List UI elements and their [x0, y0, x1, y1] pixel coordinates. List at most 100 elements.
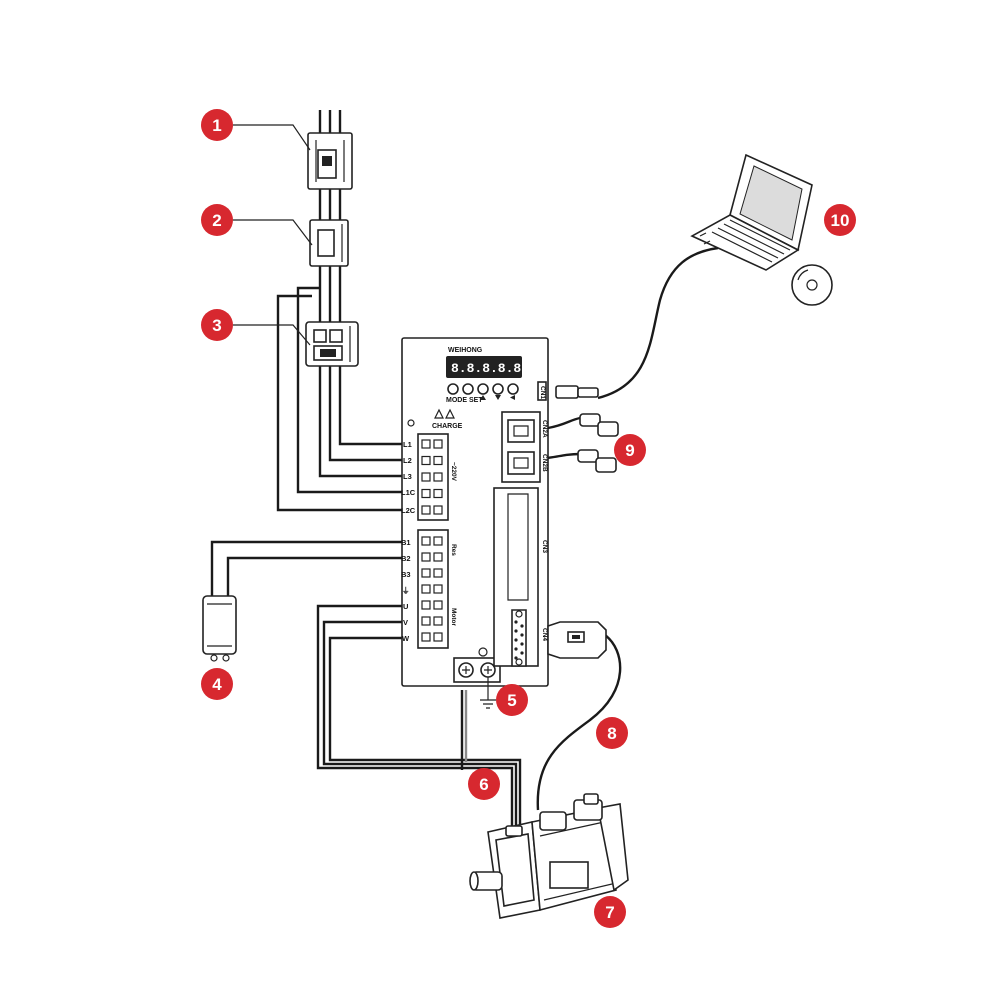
motor-label: Motor — [450, 608, 457, 627]
warning-icon — [434, 408, 444, 419]
terminal-W: W — [402, 634, 410, 643]
port-cn4: CN4 — [541, 628, 548, 641]
terminal-slot — [433, 439, 443, 449]
terminal-U: U — [403, 602, 408, 611]
terminal-slot — [433, 505, 443, 515]
cn2b-port — [507, 451, 535, 475]
terminal-slot — [433, 568, 443, 578]
callout-7: 7 — [594, 896, 626, 928]
db9-pin — [514, 638, 518, 642]
terminal-slot — [433, 472, 443, 482]
brake-resistor-icon — [202, 595, 237, 662]
terminal-slot — [433, 616, 443, 626]
svg-text:8: 8 — [607, 724, 616, 743]
callout-3: 3 — [201, 309, 233, 341]
warning-icon — [445, 408, 455, 419]
callout-10: 10 — [824, 204, 856, 236]
terminal-screw — [421, 584, 431, 594]
drive-brand: WEIHONG — [448, 347, 483, 354]
terminal-screw — [421, 616, 431, 626]
cn1-usb-port — [537, 381, 547, 401]
db9-pin — [514, 656, 518, 660]
terminal-screw — [421, 600, 431, 610]
terminal-L2: L2 — [403, 456, 412, 465]
voltage-label: ~220V — [450, 462, 457, 482]
port-cn2b: CN2B — [541, 454, 548, 472]
cn4-port — [511, 609, 527, 667]
terminal-slot — [433, 632, 443, 642]
mains-supply-wires — [276, 110, 402, 512]
usb-connector-icon — [555, 385, 599, 399]
power-terminal-block: L1 L2 L3 L1C L2C ~220V — [401, 433, 457, 521]
db9-connector-icon — [547, 621, 607, 659]
usb-cable — [597, 246, 719, 400]
cn3-port — [507, 493, 529, 601]
terminal-screw — [421, 455, 431, 466]
circuit-breaker-icon — [307, 132, 353, 190]
callout-8: 8 — [596, 717, 628, 749]
terminal-slot — [433, 536, 443, 546]
cn2a-port — [507, 419, 535, 443]
svg-text:2: 2 — [212, 211, 221, 230]
terminal-screw — [421, 552, 431, 562]
port-cn2a: CN2A — [541, 420, 548, 438]
terminal-slot — [433, 552, 443, 562]
db9-pin — [520, 633, 524, 637]
filter-icon — [309, 219, 349, 267]
port-cn1: CN1 — [539, 386, 546, 399]
terminal-B2: B2 — [401, 554, 411, 563]
up-arrow-icon — [480, 395, 486, 400]
charge-label: CHARGE — [432, 423, 463, 430]
svg-text:1: 1 — [212, 116, 221, 135]
svg-text:5: 5 — [507, 691, 516, 710]
keypad: MODE SET — [446, 383, 519, 404]
ground-mark-icon — [478, 647, 488, 657]
terminal-L2C: L2C — [401, 506, 416, 515]
callout-9: 9 — [614, 434, 646, 466]
db9-pin — [514, 629, 518, 633]
svg-text:10: 10 — [831, 211, 850, 230]
port-panel — [493, 381, 547, 667]
terminal-screw — [421, 505, 431, 515]
callout-leaders — [233, 124, 313, 346]
svg-text:4: 4 — [212, 675, 222, 694]
terminal-ground: ⏚ — [402, 586, 410, 595]
terminal-L1C: L1C — [401, 488, 416, 497]
db9-pin — [514, 620, 518, 624]
motor-terminal-block: B1 B2 B3 ⏚ U V W Res Motor — [401, 529, 457, 649]
terminal-slot — [433, 455, 443, 466]
callout-5: 5 — [496, 684, 528, 716]
terminal-screw — [421, 472, 431, 482]
terminal-B3: B3 — [401, 570, 411, 579]
svg-text:6: 6 — [479, 775, 488, 794]
terminal-slot — [433, 600, 443, 610]
cd-icon — [791, 264, 833, 306]
encoder-cable — [536, 634, 622, 811]
left-arrow-icon — [510, 395, 515, 400]
db9-pin — [520, 624, 524, 628]
contactor-icon — [305, 321, 359, 367]
terminal-slot — [433, 488, 443, 499]
db9-pin — [520, 651, 524, 655]
svg-text:7: 7 — [605, 903, 614, 922]
terminal-B1: B1 — [401, 538, 411, 547]
terminal-slot — [433, 584, 443, 594]
terminal-screw — [421, 488, 431, 499]
servo-motor-icon — [469, 793, 629, 919]
terminal-screw — [421, 536, 431, 546]
terminal-screw — [421, 632, 431, 642]
rj45-connector-icon — [547, 413, 619, 473]
charge-warning: CHARGE — [407, 408, 463, 430]
ground-studs — [453, 647, 501, 709]
servo-drive: WEIHONG 8.8.8.8.8.8. MODE SET CHARGE — [401, 337, 549, 709]
terminal-screw — [421, 439, 431, 449]
terminal-screw — [421, 568, 431, 578]
motor-power-wires — [316, 604, 522, 830]
brake-label: Res — [450, 544, 457, 556]
callout-4: 4 — [201, 668, 233, 700]
callout-6: 6 — [468, 768, 500, 800]
db9-pin — [520, 642, 524, 646]
down-arrow-icon — [495, 395, 501, 400]
db9-pin — [514, 647, 518, 651]
